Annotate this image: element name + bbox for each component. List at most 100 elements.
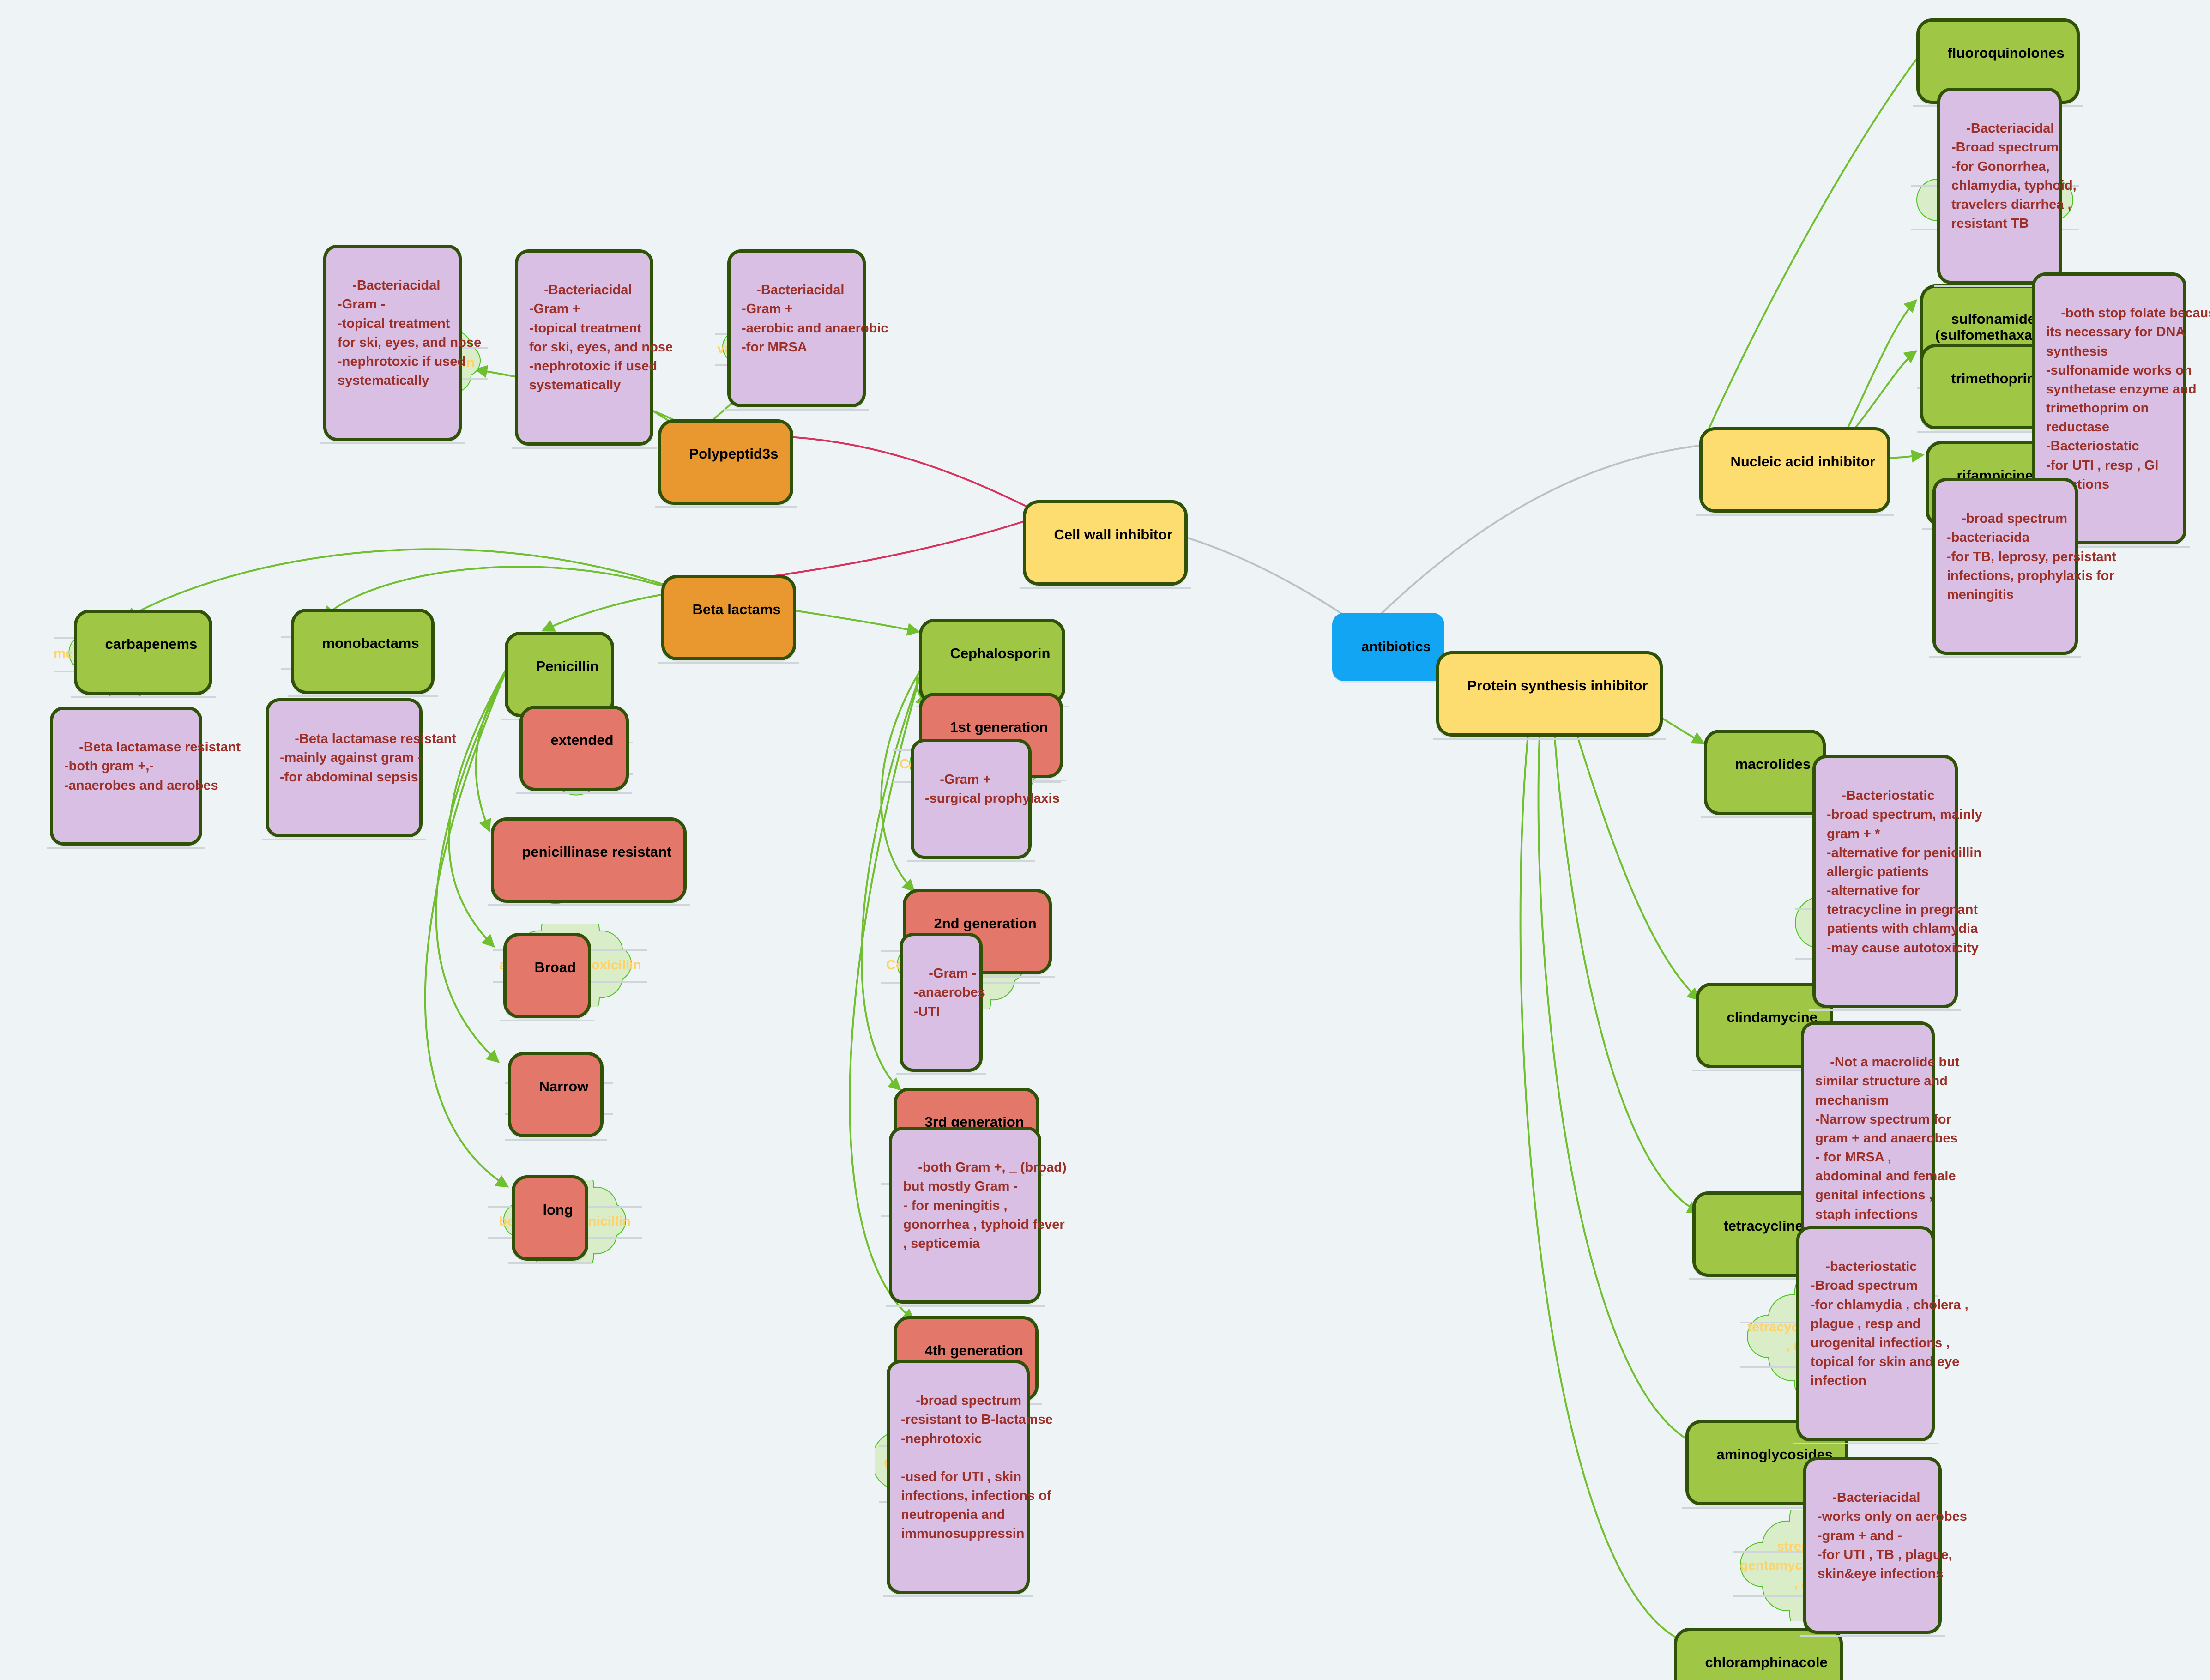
- node-penicillin[interactable]: Penicillin: [501, 632, 617, 720]
- note-ceph-2nd-generation[interactable]: -Gram - -anaerobes -UTI: [896, 933, 986, 1076]
- note-monobactams[interactable]: -Beta lactamase resistant -mainly agains…: [262, 698, 456, 841]
- node-label: fluoroquinolones: [1947, 44, 2065, 61]
- note-polymixin[interactable]: -Bacteriacidal -Gram - -topical treatmen…: [320, 245, 481, 444]
- note-text: -Bacteriacidal -Gram - -topical treatmen…: [338, 278, 482, 388]
- node-underline: [512, 447, 657, 449]
- note-vancomycine[interactable]: -Bacteriacidal -Gram + -aerobic and anae…: [724, 249, 888, 411]
- node-underline: [320, 442, 465, 444]
- node-underline: [1692, 1069, 1836, 1071]
- note-ceph-1st-generation[interactable]: -Gram + -surgical prophylaxis: [907, 739, 1060, 862]
- node-beta-lactams[interactable]: Beta lactams: [658, 575, 799, 664]
- note-text: -Beta lactamase resistant -both gram +,-…: [64, 740, 241, 793]
- note-macrolides[interactable]: -Bacteriostatic -broad spectrum, mainly …: [1809, 755, 1982, 1012]
- node-underline: [907, 860, 1035, 862]
- note-ceph-4th-generation[interactable]: -broad spectrum -resistant to B-lactamse…: [883, 1360, 1053, 1597]
- category-label: Nucleic acid inhibitor: [1730, 453, 1875, 470]
- node-underline: [1682, 1506, 1851, 1509]
- node-label: Polypeptid3s: [689, 445, 779, 462]
- note-fluoroquinolones[interactable]: -Bacteriacidal -Broad spectrum -for Gono…: [1934, 88, 2077, 287]
- node-label: 1st generation: [950, 719, 1048, 735]
- node-label: macrolides: [1735, 755, 1811, 772]
- node-carbapenems[interactable]: carbapenems: [71, 610, 216, 698]
- node-label: clindamycine: [1727, 1009, 1818, 1025]
- node-macrolides[interactable]: macrolides: [1701, 730, 1830, 818]
- node-label: Narrow: [539, 1078, 589, 1094]
- note-text: -broad spectrum -bacteriacida -for TB, l…: [1947, 511, 2116, 602]
- node-label: tetracycline: [1723, 1217, 1803, 1234]
- node-underline: [262, 839, 426, 841]
- node-penicillin-narrow[interactable]: Narrow: [505, 1052, 607, 1141]
- node-underline: [658, 661, 799, 664]
- node-label: Broad: [534, 959, 576, 975]
- note-rifampicine[interactable]: -broad spectrum -bacteriacida -for TB, l…: [1929, 478, 2116, 659]
- node-underline: [1689, 1278, 1822, 1280]
- node-underline: [500, 1019, 595, 1021]
- node-label: extended: [550, 731, 614, 748]
- node-underline: [1800, 1635, 1945, 1638]
- category-node-protein-synthesis-inhibitor[interactable]: Protein synthesis inhibitor: [1433, 651, 1667, 740]
- node-label: long: [543, 1201, 573, 1218]
- note-carbapenems[interactable]: -Beta lactamase resistant -both gram +,-…: [47, 707, 241, 849]
- node-label: 4th generation: [924, 1342, 1024, 1359]
- node-underline: [1934, 285, 2065, 287]
- node-underline: [1917, 430, 2058, 433]
- node-penicillin-long[interactable]: long: [508, 1175, 592, 1264]
- note-text: -Bacteriacidal -Gram + -topical treatmen…: [529, 283, 673, 393]
- node-underline: [1696, 514, 1894, 516]
- node-underline: [488, 904, 690, 906]
- node-penicillinase-resistant[interactable]: penicillinase resistant: [488, 817, 690, 906]
- note-bacitracin[interactable]: -Bacteriacidal -Gram + -topical treatmen…: [512, 249, 673, 449]
- node-underline: [1020, 586, 1191, 589]
- note-text: -Bacteriostatic -broad spectrum, mainly …: [1827, 788, 1982, 955]
- node-underline: [1433, 737, 1667, 740]
- note-text: -Bacteriacidal -Gram + -aerobic and anae…: [742, 283, 888, 355]
- note-text: -bacteriostatic -Broad spectrum -for chl…: [1811, 1259, 1968, 1389]
- node-underline: [896, 1073, 986, 1076]
- note-text: -Not a macrolide but similar structure a…: [1815, 1055, 1960, 1241]
- node-underline: [47, 847, 205, 849]
- node-underline: [883, 1595, 1033, 1597]
- node-underline: [516, 792, 632, 794]
- note-aminoglycosides[interactable]: -Bacteriacidal -works only on aerobes -g…: [1800, 1457, 1967, 1638]
- note-text: -both stop folate because its necessary …: [2046, 306, 2210, 492]
- node-polypeptides[interactable]: Polypeptid3s: [655, 419, 797, 508]
- node-label: Penicillin: [536, 658, 599, 674]
- node-penicillin-extended[interactable]: extended: [516, 706, 632, 794]
- node-monobactams[interactable]: monobactams: [288, 609, 438, 697]
- note-text: -Gram + -surgical prophylaxis: [925, 772, 1060, 806]
- node-label: 2nd generation: [934, 915, 1037, 931]
- root-node-antibiotics[interactable]: antibiotics: [1332, 613, 1445, 681]
- note-text: -Bacteriacidal -works only on aerobes -g…: [1818, 1490, 1967, 1581]
- node-underline: [1701, 816, 1830, 818]
- note-text: -Beta lactamase resistant -mainly agains…: [280, 731, 457, 785]
- node-underline: [1793, 1442, 1938, 1444]
- node-underline: [886, 1305, 1045, 1307]
- node-underline: [724, 409, 869, 411]
- node-underline: [2029, 546, 2190, 548]
- node-label: penicillinase resistant: [522, 843, 672, 860]
- node-label: monobactams: [322, 635, 419, 651]
- category-node-nucleic-acid-inhibitor[interactable]: Nucleic acid inhibitor: [1696, 427, 1894, 516]
- category-label: Protein synthesis inhibitor: [1467, 677, 1648, 694]
- node-underline: [505, 1138, 607, 1141]
- root-label: antibiotics: [1361, 639, 1431, 654]
- note-text: -Bacteriacidal -Broad spectrum -for Gono…: [1951, 121, 2077, 231]
- node-label: carbapenems: [105, 635, 198, 652]
- note-text: -Gram - -anaerobes -UTI: [914, 966, 985, 1019]
- category-label: Cell wall inhibitor: [1054, 526, 1173, 543]
- node-underline: [655, 506, 797, 508]
- category-node-cell-wall-inhibitor[interactable]: Cell wall inhibitor: [1020, 500, 1191, 589]
- note-text: -broad spectrum -resistant to B-lactamse…: [901, 1393, 1053, 1541]
- node-underline: [71, 696, 216, 698]
- node-underline: [1809, 1009, 1961, 1012]
- note-ceph-3rd-generation[interactable]: -both Gram +, _ (broad) but mostly Gram …: [886, 1127, 1067, 1307]
- node-underline: [1929, 656, 2081, 659]
- node-underline: [288, 695, 438, 697]
- node-label: Beta lactams: [692, 601, 781, 617]
- node-penicillin-broad[interactable]: Broad: [500, 933, 595, 1021]
- node-cephalosporin[interactable]: Cephalosporin: [916, 619, 1069, 707]
- node-label: chloramphinacole: [1705, 1654, 1828, 1670]
- note-tetracycline[interactable]: -bacteriostatic -Broad spectrum -for chl…: [1793, 1226, 1968, 1444]
- node-label: Cephalosporin: [950, 645, 1051, 661]
